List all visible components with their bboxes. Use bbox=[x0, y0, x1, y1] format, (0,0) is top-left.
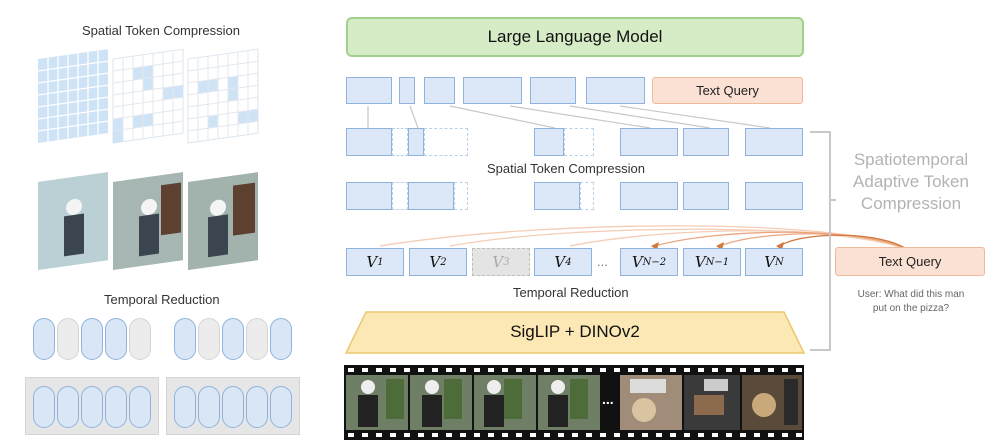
token-block bbox=[408, 182, 454, 210]
token-pill bbox=[105, 318, 127, 360]
token-base: V bbox=[492, 253, 504, 271]
temporal-reduction-title: Temporal Reduction bbox=[104, 292, 220, 307]
token-pill bbox=[81, 386, 103, 428]
dropped-token bbox=[454, 182, 468, 210]
token-block bbox=[463, 77, 522, 104]
token-block bbox=[346, 77, 392, 104]
token-ellipsis: ... bbox=[597, 254, 608, 269]
token-pill bbox=[198, 318, 220, 360]
token-block bbox=[745, 182, 803, 210]
token-pill bbox=[129, 386, 151, 428]
token-block bbox=[346, 182, 392, 210]
connector-arrows bbox=[367, 105, 771, 129]
token-subscript: N bbox=[775, 256, 784, 268]
token-block bbox=[399, 77, 415, 104]
stac-title-line2: Adaptive Token bbox=[853, 172, 969, 191]
token-block bbox=[408, 128, 424, 156]
token-subscript: 4 bbox=[565, 256, 572, 268]
token-base: V bbox=[694, 253, 706, 271]
token-pill bbox=[105, 386, 127, 428]
token-block bbox=[534, 182, 580, 210]
token-subscript: N−2 bbox=[642, 256, 667, 268]
user-question-line1: User: What did this man bbox=[857, 289, 965, 300]
encoder-shape bbox=[344, 311, 806, 354]
film-frames bbox=[346, 368, 802, 437]
token-base: V bbox=[554, 253, 566, 271]
token-base: V bbox=[764, 253, 776, 271]
stac-title-line3: Compression bbox=[860, 194, 962, 213]
token-pill bbox=[246, 318, 268, 360]
token-subscript: N−1 bbox=[705, 256, 730, 268]
token-base: V bbox=[366, 253, 378, 271]
token-base: V bbox=[631, 253, 643, 271]
text-query-top: Text Query bbox=[652, 77, 803, 104]
token-subscript: 2 bbox=[440, 256, 447, 268]
token-block bbox=[534, 128, 564, 156]
token-pill bbox=[270, 318, 292, 360]
token-block bbox=[346, 128, 392, 156]
token-pill bbox=[174, 386, 196, 428]
spatial-compression-label: Spatial Token Compression bbox=[487, 161, 646, 176]
dropped-token bbox=[564, 128, 594, 156]
user-question: User: What did this man put on the pizza… bbox=[836, 288, 986, 316]
dropped-token bbox=[580, 182, 594, 210]
token-grid-illustration bbox=[38, 48, 259, 270]
token-pill bbox=[33, 386, 55, 428]
token-block bbox=[620, 128, 678, 156]
token-base: V bbox=[429, 253, 441, 271]
token-block bbox=[745, 128, 803, 156]
query-arrows bbox=[379, 225, 909, 251]
token-block bbox=[586, 77, 645, 104]
dropped-token bbox=[424, 128, 468, 156]
encoder-label: SigLIP + DINOv2 bbox=[510, 322, 640, 341]
video-film-strip: ... bbox=[344, 365, 804, 440]
spacer bbox=[470, 128, 532, 156]
stac-title: Spatiotemporal Adaptive Token Compressio… bbox=[836, 149, 986, 215]
token-pill bbox=[198, 386, 220, 428]
token-block bbox=[683, 128, 729, 156]
bracket bbox=[810, 131, 836, 351]
token-pill bbox=[57, 318, 79, 360]
token-pill bbox=[222, 318, 244, 360]
token-pill bbox=[222, 386, 244, 428]
user-question-line2: put on the pizza? bbox=[872, 303, 950, 314]
token-block bbox=[683, 182, 729, 210]
film-ellipsis: ... bbox=[602, 391, 614, 407]
token-subscript: 3 bbox=[503, 256, 510, 268]
token-pill bbox=[81, 318, 103, 360]
token-pill bbox=[33, 318, 55, 360]
dropped-token bbox=[392, 182, 408, 210]
token-pill bbox=[129, 318, 151, 360]
token-pill bbox=[174, 318, 196, 360]
token-pill bbox=[246, 386, 268, 428]
token-pill bbox=[270, 386, 292, 428]
token-pill bbox=[57, 386, 79, 428]
token-block bbox=[620, 182, 678, 210]
token-subscript: 1 bbox=[377, 256, 384, 268]
llm-block: Large Language Model bbox=[346, 17, 804, 57]
text-query-input: Text Query bbox=[835, 247, 985, 276]
token-block bbox=[530, 77, 576, 104]
dropped-token bbox=[392, 128, 408, 156]
stac-title-line1: Spatiotemporal bbox=[853, 150, 969, 169]
spatial-compression-title: Spatial Token Compression bbox=[82, 23, 241, 38]
temporal-reduction-label: Temporal Reduction bbox=[513, 285, 629, 300]
token-block bbox=[424, 77, 455, 104]
